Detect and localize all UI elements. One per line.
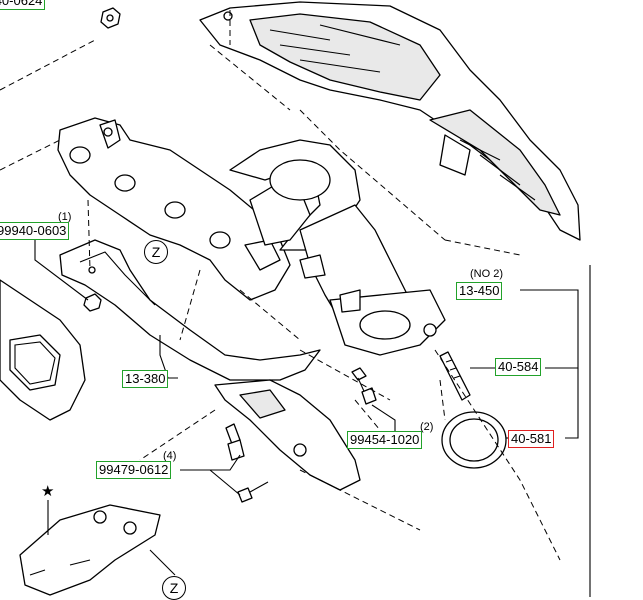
reference-z-upper[interactable]: Z: [144, 240, 168, 264]
qty-99454-1020: (2): [420, 421, 434, 433]
qty-13-450: (NO 2): [470, 268, 503, 280]
catalytic-converter: [299, 204, 446, 356]
callout-40-584[interactable]: 40-584: [495, 358, 542, 376]
heat-insulator-lower: [59, 239, 321, 381]
bolt-99479-a: [225, 423, 245, 461]
stud-bolt-99454: [351, 367, 377, 405]
support-bracket: [19, 504, 161, 596]
gasket-ring-40-581: [441, 411, 507, 469]
nut-left: [83, 293, 102, 312]
qty-99479-0612: (4): [163, 450, 177, 462]
callout-40-581[interactable]: 40-581: [508, 430, 555, 448]
qty-99940-0603: (1): [58, 211, 72, 223]
nut-top: [100, 7, 121, 29]
star-marker: ★: [41, 483, 55, 500]
callout-99454-1020[interactable]: 99454-1020: [347, 431, 423, 449]
leader-lines: [34, 240, 591, 597]
partial-label-top[interactable]: 99940-0624: [0, 0, 46, 10]
heat-shield-upper: [199, 1, 581, 241]
reference-z-lower[interactable]: Z: [162, 576, 186, 600]
manifold-bracket: [214, 379, 361, 491]
callout-99940-0603[interactable]: 99940-0603: [0, 222, 70, 240]
dashed-guides: [0, 10, 561, 561]
callout-99479-0612[interactable]: 99479-0612: [96, 461, 172, 479]
bolt-99479-b: [237, 481, 269, 503]
stud-40-584: [439, 351, 471, 401]
callout-13-450[interactable]: 13-450: [456, 282, 503, 300]
side-gasket: [0, 279, 86, 421]
callout-13-380[interactable]: 13-380: [122, 370, 169, 388]
